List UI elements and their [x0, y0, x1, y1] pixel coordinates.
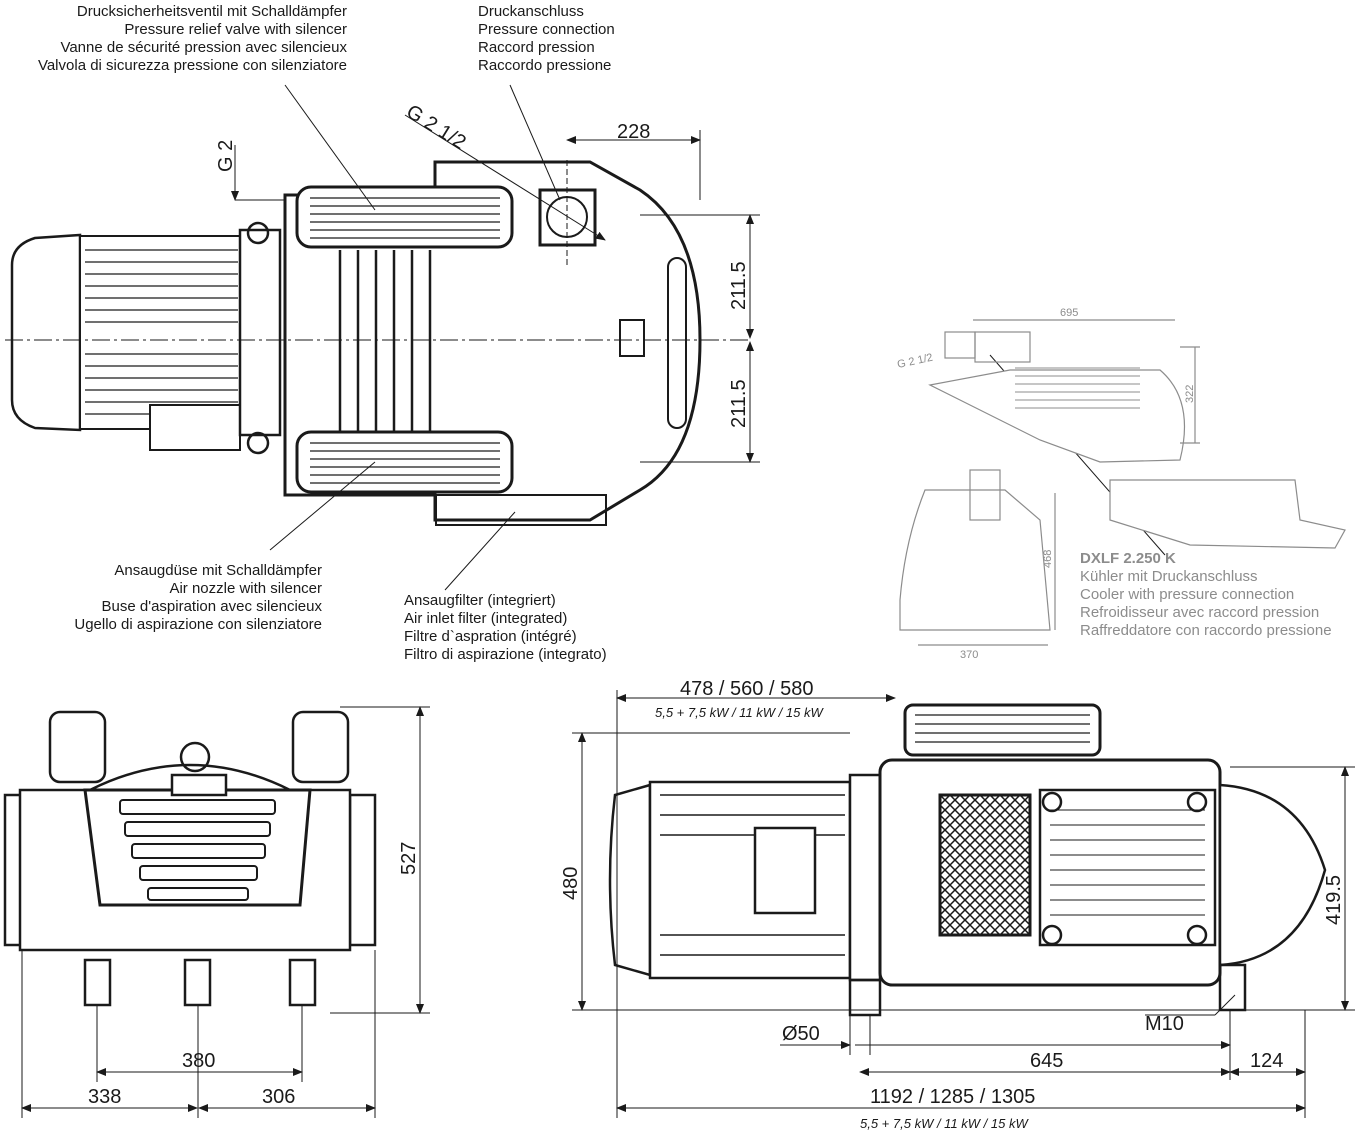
- callout-line: Vanne de sécurité pression avec silencie…: [60, 39, 347, 56]
- dim-total-length: 1192 / 1285 / 1305: [870, 1086, 1035, 1108]
- dim-124: 124: [1250, 1050, 1283, 1072]
- side-inlet-filter: [938, 793, 1032, 937]
- top-cooling-fins: [338, 250, 432, 440]
- top-silencer-lower: [295, 430, 514, 494]
- callout-line: Filtre d`aspration (intégré): [404, 628, 577, 645]
- dim-g2: G 2: [215, 140, 237, 172]
- callout-pressure-relief-valve: Drucksicherheitsventil mit Schalldämpfer…: [38, 3, 347, 75]
- dim-211-5-lower: 211.5: [728, 379, 750, 428]
- callout-line: Buse d'aspiration avec silencieux: [101, 598, 323, 615]
- cooler-dim-370: 370: [960, 649, 978, 661]
- dim-d50: Ø50: [782, 1023, 820, 1045]
- dim-419-5: 419.5: [1323, 875, 1345, 925]
- callout-line: Valvola di sicurezza pressione con silen…: [37, 57, 347, 74]
- cooler-dim-468: 468: [1042, 550, 1054, 568]
- callout-pressure-connection: Druckanschluss Pressure connection Racco…: [478, 3, 615, 75]
- side-motor-fan-cover: [608, 783, 652, 977]
- dim-211-5-upper: 211.5: [728, 261, 750, 310]
- dim-motor-length: 478 / 560 / 580: [680, 678, 813, 700]
- callout-line: Filtro di aspirazione (integrato): [404, 646, 607, 663]
- callout-line: Druckanschluss: [478, 3, 584, 20]
- dim-306: 306: [262, 1086, 295, 1108]
- cooler-view: [899, 319, 1346, 646]
- dim-480: 480: [560, 867, 582, 900]
- callout-line: Ansaugdüse mit Schalldämpfer: [114, 562, 322, 579]
- callout-line: Pressure connection: [478, 21, 615, 38]
- callout-line: Pressure relief valve with silencer: [124, 21, 347, 38]
- callout-model: DXLF 2.250 K: [1080, 550, 1176, 567]
- front-view: [3, 710, 377, 1007]
- dim-228: 228: [617, 121, 650, 143]
- callout-cooler: DXLF 2.250 K Kühler mit Druckanschluss C…: [1080, 550, 1332, 640]
- dim-g2-1-2: G 2 1/2: [402, 101, 469, 154]
- side-silencer: [903, 703, 1102, 757]
- top-view: [5, 160, 752, 526]
- cooler-dim-695: 695: [1060, 307, 1078, 319]
- cooler-dim-thread: G 2 1/2: [896, 352, 934, 371]
- dim-527: 527: [398, 842, 420, 875]
- callout-line: Refroidisseur avec raccord pression: [1080, 604, 1320, 621]
- dim-total-length-power: 5,5 + 7,5 kW / 11 kW / 15 kW: [860, 1116, 1029, 1131]
- top-view-dimensions: [231, 114, 760, 463]
- dim-380: 380: [182, 1050, 215, 1072]
- dim-338: 338: [88, 1086, 121, 1108]
- top-silencer-upper: [295, 185, 514, 249]
- side-motor-body: [648, 780, 852, 980]
- callout-line: Air nozzle with silencer: [169, 580, 322, 597]
- callout-line: Drucksicherheitsventil mit Schalldämpfer: [76, 3, 347, 20]
- callout-line: Ansaugfilter (integriert): [404, 592, 556, 609]
- front-view-dimensions: [21, 706, 430, 1118]
- callout-line: Raccord pression: [478, 39, 595, 56]
- side-view: [608, 703, 1327, 1017]
- callout-line: Raccordo pressione: [478, 57, 612, 74]
- side-view-dimensions: [572, 690, 1355, 1118]
- callout-line: Cooler with pressure connection: [1080, 586, 1295, 603]
- callout-line: Air inlet filter (integrated): [404, 610, 568, 627]
- callout-air-inlet-filter: Ansaugfilter (integriert) Air inlet filt…: [404, 592, 607, 664]
- callout-line: Ugello di aspirazione con silenziatore: [74, 616, 322, 633]
- cooler-dim-322: 322: [1184, 385, 1196, 403]
- top-motor: [10, 228, 282, 451]
- callout-air-nozzle: Ansaugdüse mit Schalldämpfer Air nozzle …: [74, 562, 322, 634]
- dim-motor-length-power: 5,5 + 7,5 kW / 11 kW / 15 kW: [655, 705, 824, 720]
- callout-line: Kühler mit Druckanschluss: [1080, 568, 1258, 585]
- callout-line: Raffreddatore con raccordo pressione: [1080, 622, 1332, 639]
- dim-645: 645: [1030, 1050, 1063, 1072]
- dim-m10: M10: [1145, 1013, 1184, 1035]
